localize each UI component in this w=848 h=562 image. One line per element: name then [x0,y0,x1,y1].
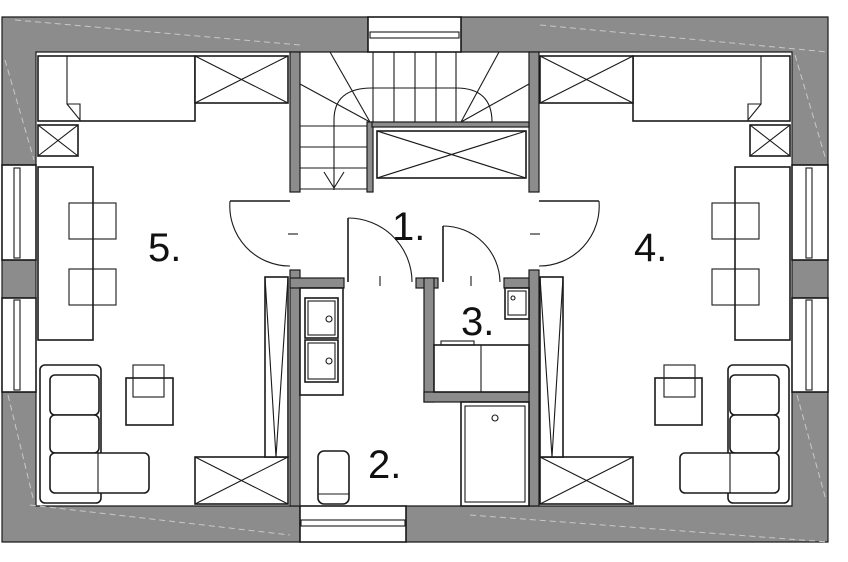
room-label-5: 5. [148,226,181,270]
window-left-upper [1,164,37,261]
room-label-1: 1. [392,205,425,249]
sofa-left [39,364,150,504]
desk-right [734,166,791,341]
sink-icon [304,339,339,383]
chair [711,268,760,306]
window-bottom [299,505,407,543]
wardrobe-right-bottom [539,456,634,505]
outer-walls [1,16,829,543]
bed-left [37,55,196,122]
wardrobe-left-tall [264,276,289,458]
stair-direction-arrow-icon [323,171,345,190]
wardrobe-right-tall [539,276,564,458]
toilet-icon [317,450,350,505]
bed-right [632,55,791,122]
washbasin-icon [504,287,530,320]
window-left-lower [1,297,37,393]
doors [229,200,600,286]
sink-icon [304,297,339,339]
window-top [367,16,462,53]
staircase [299,51,530,190]
wardrobe-left-bottom [194,456,289,505]
wardrobe-right-top [539,55,634,104]
room-labels: 5. 1. 4. 3. 2. [148,205,667,487]
door-bathroom [347,217,413,286]
armchair-left [125,364,174,426]
sofa-right [679,364,790,504]
room-label-4: 4. [634,226,667,270]
desk-left [37,166,94,341]
bathroom-fixtures [299,287,530,507]
window-right-upper [791,164,829,261]
room-4-furniture [539,55,791,505]
door-room-4 [530,200,600,267]
chair [68,202,117,240]
stair-void [376,130,527,179]
room-label-3: 3. [461,300,494,344]
chair [711,202,760,240]
window-right-lower [791,297,829,393]
armchair-right [654,364,703,426]
door-wc [442,225,501,286]
wc-fixtures [433,287,530,393]
wardrobe-left-top [194,55,289,104]
chair [68,268,117,306]
nightstand-right [749,124,791,157]
interior-walls [289,51,540,507]
room-label-2: 2. [368,443,401,487]
windows [1,16,829,543]
room-5-furniture [37,55,289,505]
door-room-5 [229,200,298,267]
shower-icon [460,401,530,507]
nightstand-left [37,124,79,157]
